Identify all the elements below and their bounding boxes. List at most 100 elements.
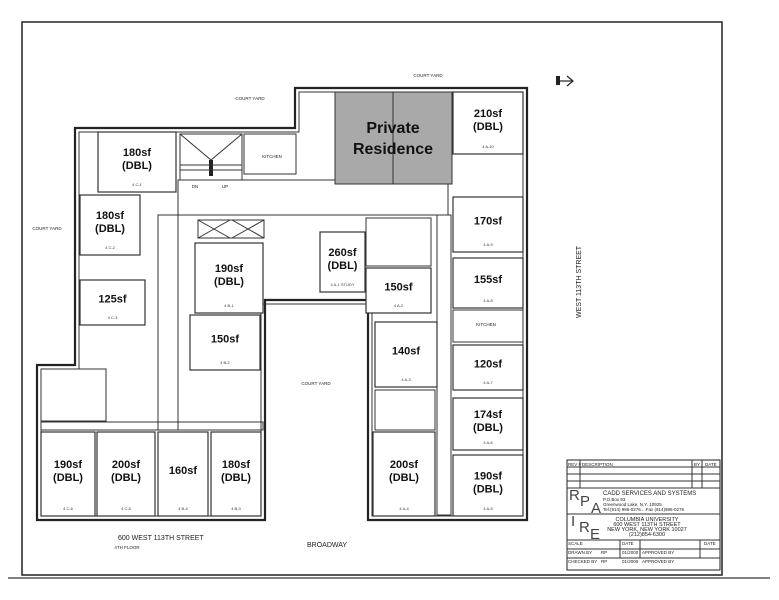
room-type: (DBL) [95,223,125,235]
room-area: 190sf [54,459,82,471]
room-outline [79,279,146,326]
room-type: (DBL) [473,484,503,496]
room-code: 4 A-9 [483,242,493,247]
room-area: 260sf [328,247,356,259]
by-label: BY [694,462,700,467]
room-area: 125sf [98,294,126,306]
room-area: 150sf [384,282,412,294]
room-area: 190sf [474,471,502,483]
date-label-2: DATE [704,541,716,546]
room-area: 190sf [215,263,243,275]
room-outline [372,431,436,517]
room-4-a-5: 190sf(DBL) 4 A-5 [452,454,524,517]
room-outline [96,431,156,517]
stair-up-label: UP [222,184,228,189]
checked-by-value: RP [601,559,607,564]
client-line-3: NEW YORK, NEW YORK 10027 [607,527,687,533]
room-area: 174sf [474,409,502,421]
room-area: 200sf [112,459,140,471]
title-block: REV # DESCRIPTION BY DATE R P A I R E CA… [566,459,721,571]
shower-room [365,217,432,267]
room-type: (DBL) [328,260,358,272]
room-outline [194,242,264,314]
bathroom-block [374,389,436,431]
room-4-c-5: 200sf(DBL)4 C-5 [96,431,156,517]
room-4-b-3: 180sf(DBL)4 B-3 [210,431,262,517]
logo-letter-r2: R [579,519,590,536]
room-outline [374,321,438,388]
room-outline [189,314,261,371]
room-4-a-8: 155sf 4 A-8 [452,257,524,309]
logo-letter-e: E [590,526,600,543]
logo-letter-p: P [580,493,590,510]
room-code: 4 A-5 [483,506,493,511]
room-code: 4 A-8 [483,298,493,303]
drawn-by-value: RP [601,550,607,555]
room-4-a-7: 120sf 4 A-7 [452,344,524,391]
room-code: 4 B-3 [231,506,241,511]
room-code: 4 B-1 [224,303,234,308]
room-type: (DBL) [221,472,251,484]
scale-label: SCALE [568,541,583,546]
room-code: 4 B-4 [178,506,188,511]
room-outline [452,196,524,253]
drawn-date: 01/2000 [622,550,639,555]
logo-letter-a: A [591,500,601,517]
room-outline [452,454,524,517]
room-code: 4 C-1 [132,182,143,187]
checked-date: 01/2000 [622,559,639,564]
room-code: 4 C-6 [63,506,74,511]
room-outline [365,267,432,314]
room-type: (DBL) [111,472,141,484]
room-4-c-2: 180sf(DBL)4 C-2 [79,194,141,256]
room-outline [97,131,177,193]
room-area: 170sf [474,216,502,228]
logo-letter-i: I [571,513,575,530]
client-line-4: (212)854-6300 [629,532,665,538]
room-outline [452,91,524,155]
room-area: 120sf [474,359,502,371]
private-residence-label-line2: Residence [353,141,433,158]
room-type: (DBL) [473,422,503,434]
room-4-a-2: 150sf 4 A-2 [365,267,432,314]
client-line-1: COLUMBIA UNIVERSITY [616,517,679,523]
room-area: 150sf [211,334,239,346]
room-4-a-1-study: 260sf(DBL) 4 A-1 STUDY [319,231,366,293]
room-4-a-9: 170sf 4 A-9 [452,196,524,253]
drawn-by-label: DRAWN BY [568,550,592,555]
room-outline [452,257,524,309]
room-outline [210,431,262,517]
room-type: (DBL) [53,472,83,484]
room-outline [40,431,96,517]
room-code: 4 A-4 [399,506,409,511]
room-area: 160sf [169,465,197,477]
room-code: 4 A-3 [401,377,411,382]
corridor-east [436,214,452,516]
court-yard-label-center: COURT YARD [301,381,331,386]
room-type: (DBL) [214,276,244,288]
description-label: DESCRIPTION [582,462,613,467]
stairwell: DN UP [179,133,243,189]
north-arrow-icon [556,75,574,87]
room-4-a-10: 210sf(DBL)4 A-10 [452,91,524,155]
corridor-west [157,214,179,431]
elevators [197,219,265,239]
room-code: 4 A-7 [483,380,493,385]
floor-label: 4TH FLOOR [114,545,140,550]
room-code: 4 A-1 STUDY [330,282,354,287]
checked-by-label: CHECKED BY [568,559,597,564]
company-line-2: Greenwood Lake, N.Y. 10925 [603,502,662,507]
sheet-border [21,21,723,576]
date-label: DATE [622,541,634,546]
room-code: 4 A-2 [394,303,404,308]
kitchen-west [40,368,107,422]
room-area: 155sf [474,274,502,286]
room-area: 200sf [390,459,418,471]
west-113th-street-label: WEST 113TH STREET [576,245,583,318]
approved-by-label: APPROVED BY [642,550,674,555]
room-outline [79,194,141,256]
